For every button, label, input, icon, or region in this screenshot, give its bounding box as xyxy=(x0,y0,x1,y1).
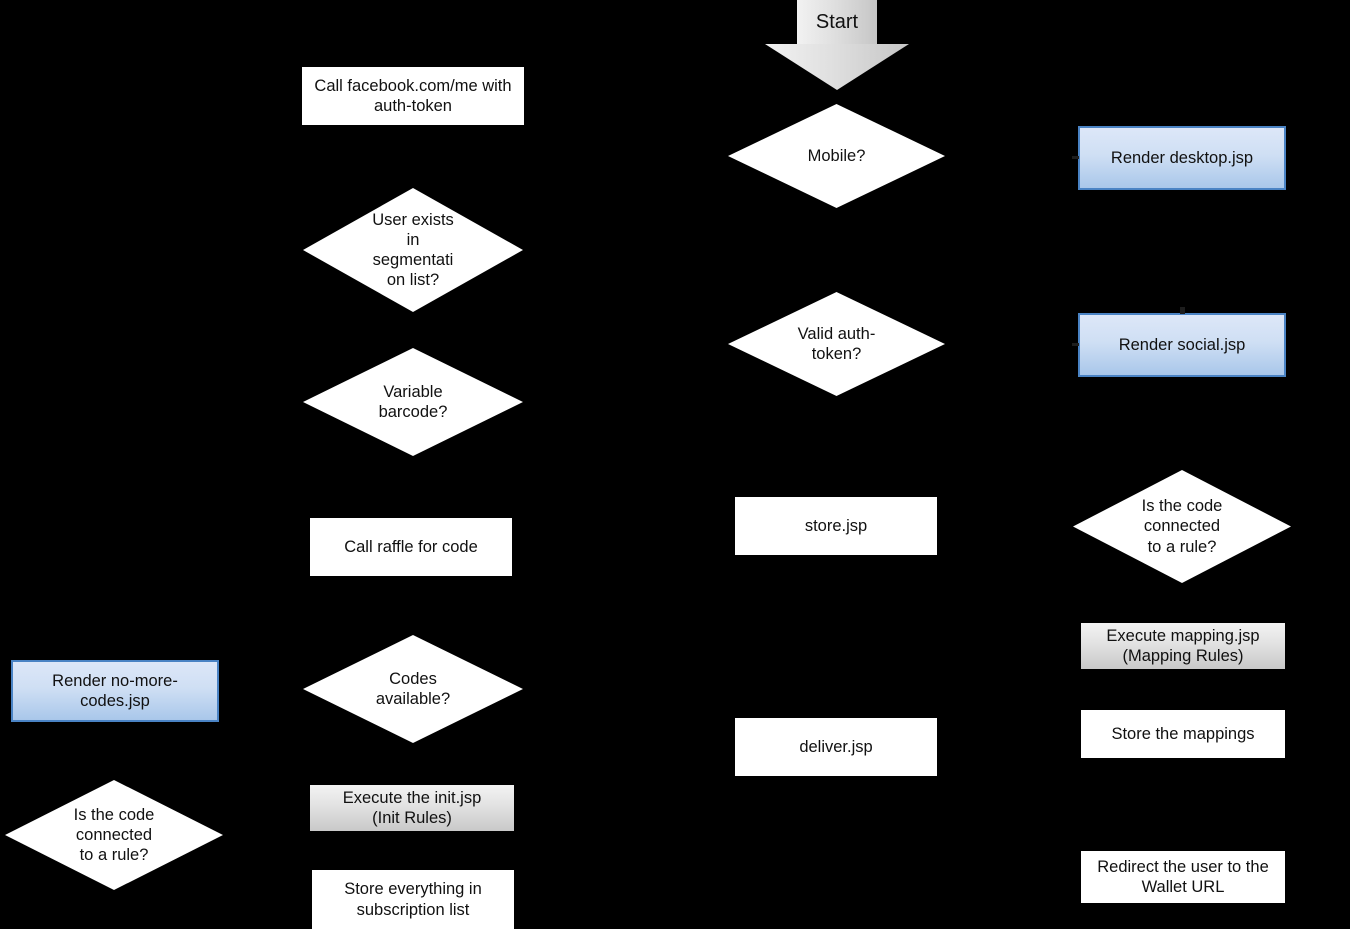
node-code-connected-left[interactable]: Is the code connected to a rule? xyxy=(5,780,223,890)
start-arrow-head-icon xyxy=(765,44,909,90)
connector-stub-render-social-left xyxy=(1072,343,1079,346)
node-variable-barcode-label: Variable barcode? xyxy=(378,382,448,421)
node-code-connected-left-label: Is the code connected to a rule? xyxy=(73,805,155,865)
node-call-facebook-label: Call facebook.com/me with auth-token xyxy=(314,76,512,115)
node-redirect-wallet-label: Redirect the user to the Wallet URL xyxy=(1097,857,1269,896)
node-user-exists-segmentation-label: User exists in segmentati on list? xyxy=(372,210,454,290)
node-execute-init-label: Execute the init.jsp (Init Rules) xyxy=(342,788,482,827)
node-execute-mapping-label: Execute mapping.jsp (Mapping Rules) xyxy=(1106,626,1260,665)
node-start[interactable]: Start xyxy=(765,0,909,90)
start-arrow-shaft xyxy=(797,0,877,45)
node-deliver-jsp[interactable]: deliver.jsp xyxy=(735,718,937,776)
node-store-everything[interactable]: Store everything in subscription list xyxy=(312,870,514,929)
node-start-label: Start xyxy=(815,11,859,33)
node-user-exists-segmentation[interactable]: User exists in segmentati on list? xyxy=(303,188,523,312)
node-redirect-wallet[interactable]: Redirect the user to the Wallet URL xyxy=(1081,851,1285,903)
node-mobile[interactable]: Mobile? xyxy=(728,104,945,208)
node-render-social[interactable]: Render social.jsp xyxy=(1078,313,1286,377)
node-render-desktop-label: Render desktop.jsp xyxy=(1110,148,1254,167)
node-code-connected-right[interactable]: Is the code connected to a rule? xyxy=(1073,470,1291,583)
node-valid-auth-token-label: Valid auth- token? xyxy=(797,324,876,363)
node-execute-mapping[interactable]: Execute mapping.jsp (Mapping Rules) xyxy=(1081,623,1285,669)
node-call-facebook[interactable]: Call facebook.com/me with auth-token xyxy=(302,67,524,125)
connector-stub-render-social-top xyxy=(1180,307,1185,314)
node-deliver-jsp-label: deliver.jsp xyxy=(799,737,873,756)
node-execute-init[interactable]: Execute the init.jsp (Init Rules) xyxy=(310,785,514,831)
node-render-no-more-codes[interactable]: Render no-more- codes.jsp xyxy=(11,660,219,722)
node-render-social-label: Render social.jsp xyxy=(1118,335,1246,354)
node-render-no-more-codes-label: Render no-more- codes.jsp xyxy=(52,671,178,710)
node-codes-available[interactable]: Codes available? xyxy=(303,635,523,743)
node-mobile-label: Mobile? xyxy=(807,146,866,165)
node-variable-barcode[interactable]: Variable barcode? xyxy=(303,348,523,456)
node-store-jsp[interactable]: store.jsp xyxy=(735,497,937,555)
node-call-raffle[interactable]: Call raffle for code xyxy=(310,518,512,576)
node-store-jsp-label: store.jsp xyxy=(804,516,868,535)
node-store-mappings-label: Store the mappings xyxy=(1111,724,1255,743)
connector-stub-render-desktop-left xyxy=(1072,156,1079,159)
node-code-connected-right-label: Is the code connected to a rule? xyxy=(1141,497,1223,556)
node-valid-auth-token[interactable]: Valid auth- token? xyxy=(728,292,945,396)
node-render-desktop[interactable]: Render desktop.jsp xyxy=(1078,126,1286,190)
node-store-mappings[interactable]: Store the mappings xyxy=(1081,710,1285,758)
node-codes-available-label: Codes available? xyxy=(375,669,451,708)
node-call-raffle-label: Call raffle for code xyxy=(344,537,478,556)
node-store-everything-label: Store everything in subscription list xyxy=(344,880,482,919)
